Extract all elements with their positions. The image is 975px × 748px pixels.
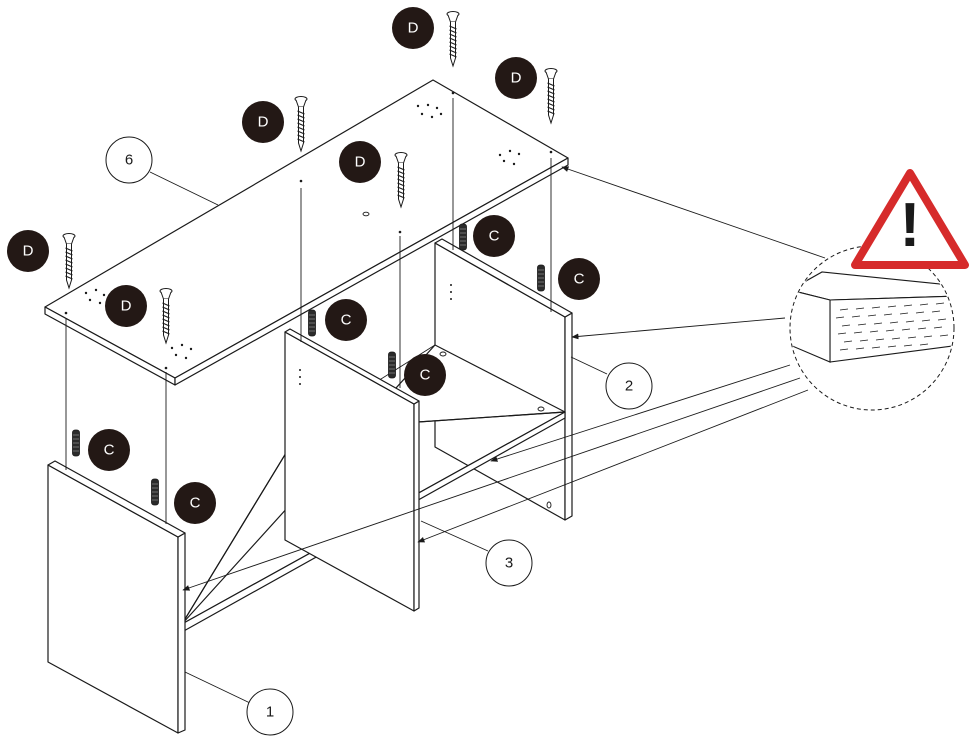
screw-badge: D: [495, 57, 537, 99]
dowel-badge: C: [174, 482, 216, 524]
dowel-badge: C: [473, 215, 515, 257]
svg-text:D: D: [121, 298, 132, 315]
svg-text:C: C: [420, 367, 431, 384]
screw-badge: D: [7, 230, 49, 272]
dowel-badge: C: [558, 258, 600, 300]
svg-text:C: C: [104, 442, 115, 459]
screw-badges: D D D D D D: [7, 7, 537, 327]
svg-text:C: C: [489, 228, 500, 245]
screw-badge: D: [242, 101, 284, 143]
screw-badge: D: [339, 141, 381, 183]
dowel-badge: C: [88, 429, 130, 471]
svg-text:1: 1: [266, 704, 274, 721]
svg-text:C: C: [574, 271, 585, 288]
top-panel: [44, 79, 569, 386]
warning-triangle-icon: !: [851, 169, 969, 269]
screw-badge: D: [392, 7, 434, 49]
svg-text:D: D: [408, 20, 419, 37]
top-panel-holes: [64, 91, 553, 370]
svg-text:D: D: [355, 154, 366, 171]
left-side-panel: [47, 460, 186, 734]
dowel-badge: C: [325, 299, 367, 341]
svg-text:D: D: [511, 70, 522, 87]
screw-badge: D: [105, 285, 147, 327]
svg-text:C: C: [341, 312, 352, 329]
part-callout-3: 3: [420, 520, 533, 587]
svg-text:2: 2: [625, 378, 633, 395]
dowel-badge: C: [404, 354, 446, 396]
edge-pointer-arrows: [182, 166, 826, 591]
part-callout-6: 6: [105, 136, 219, 206]
alignment-lines: [65, 98, 552, 524]
edge-detail-magnifier: [789, 245, 955, 411]
part-callout-2: 2: [570, 356, 653, 410]
svg-text:C: C: [190, 495, 201, 512]
svg-text:6: 6: [125, 152, 133, 169]
warning-symbol: !: [900, 191, 921, 260]
svg-text:3: 3: [505, 555, 513, 572]
middle-divider-panel: [284, 328, 420, 612]
svg-text:D: D: [23, 243, 34, 260]
dowel-badges: C C C C C C: [88, 215, 600, 524]
part-callout-1: 1: [184, 671, 294, 736]
svg-text:D: D: [258, 114, 269, 131]
